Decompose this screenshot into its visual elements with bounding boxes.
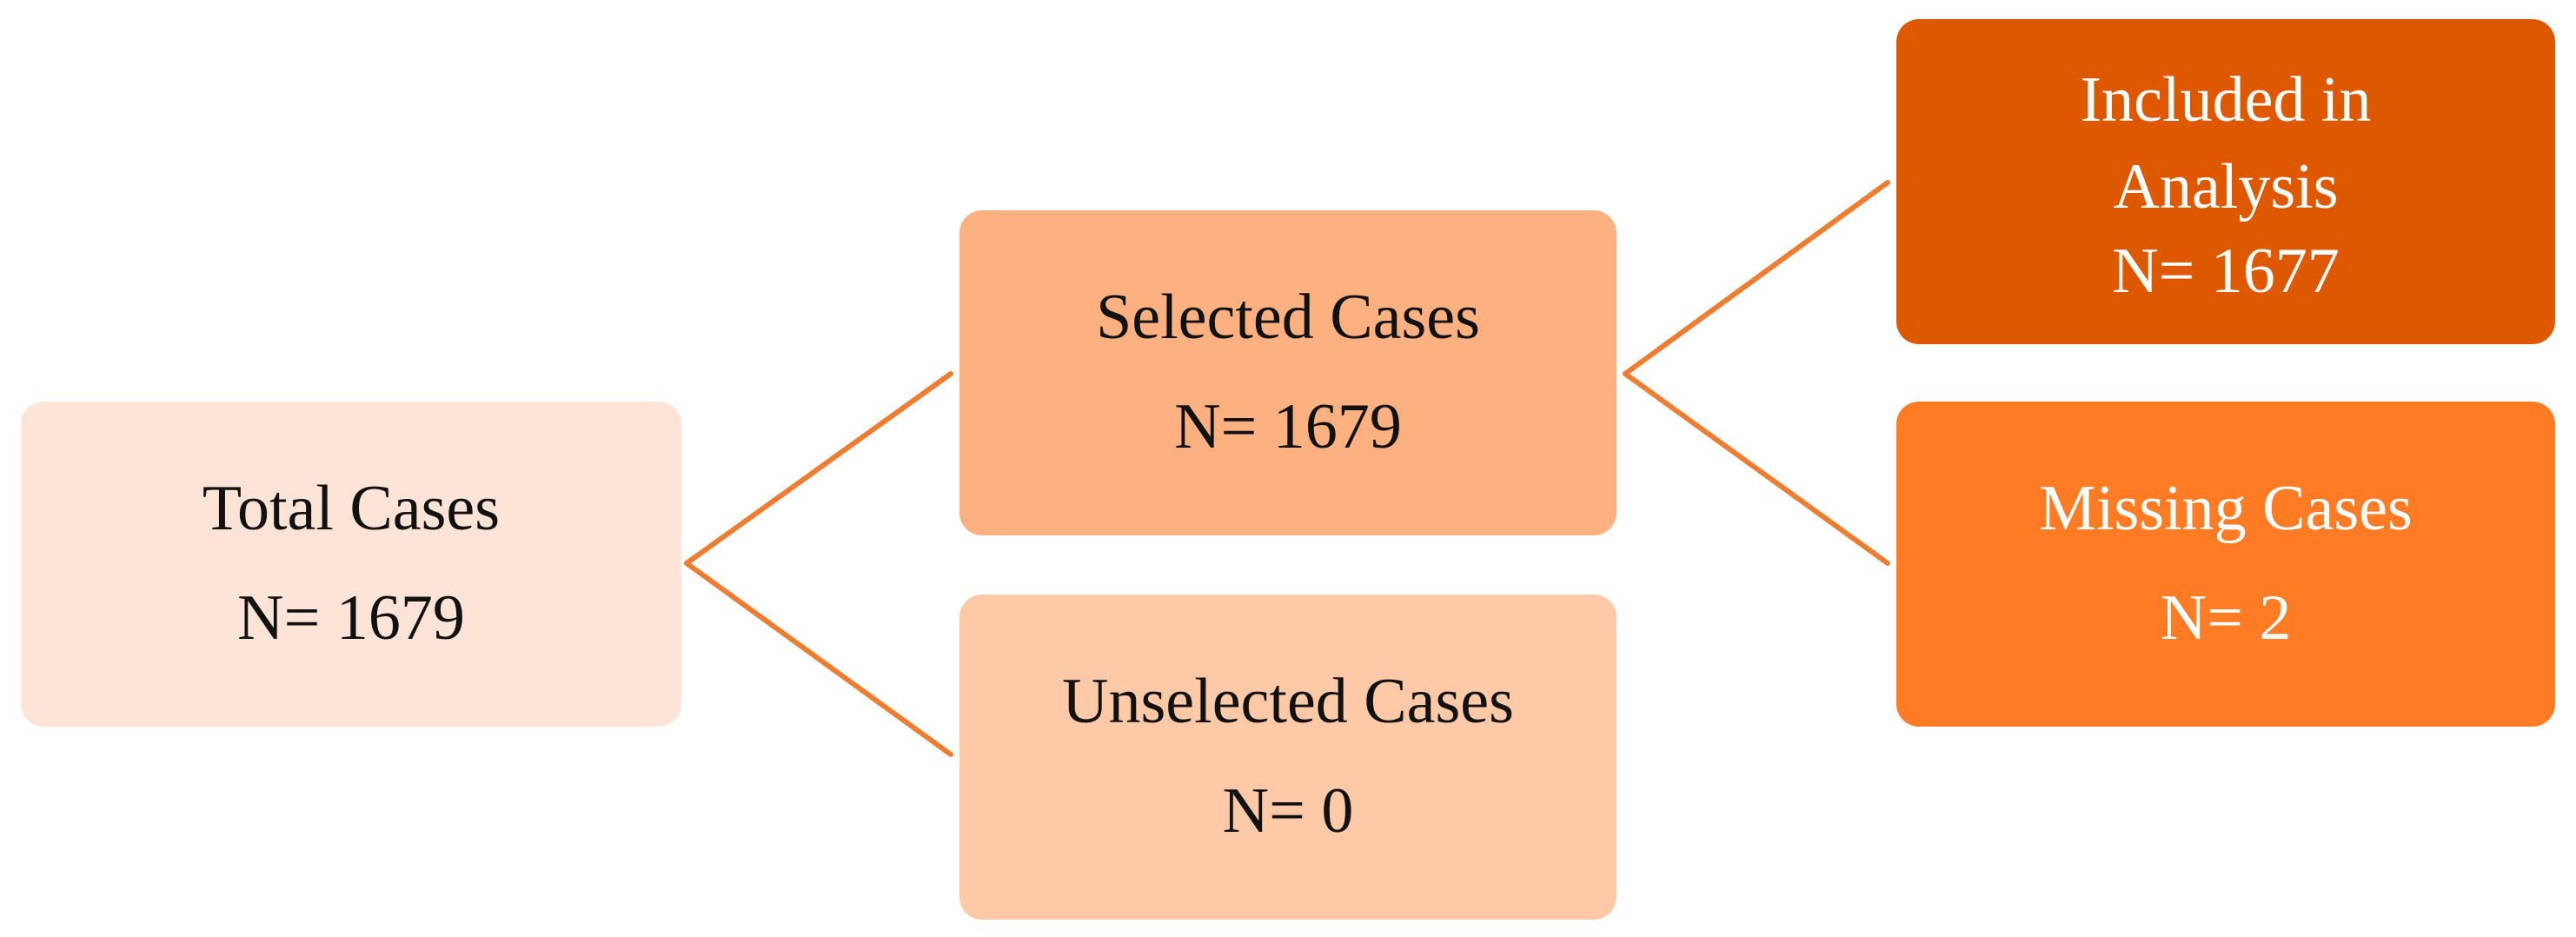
included-in-analysis-label: Included in Analysis [2080,64,2372,223]
total-cases-count: N= 1679 [237,582,465,654]
included-in-analysis-box: Included in Analysis N= 1677 [1896,19,2555,344]
selected-cases-label: Selected Cases [1096,282,1480,354]
connector-total-to-unselected [684,561,953,757]
selected-cases-count: N= 1679 [1174,391,1402,462]
total-cases-label: Total Cases [202,473,501,545]
missing-cases-box: Missing Cases N= 2 [1896,402,2555,727]
unselected-cases-label: Unselected Cases [1062,666,1514,738]
missing-cases-label: Missing Cases [2039,473,2413,545]
unselected-cases-box: Unselected Cases N= 0 [959,595,1617,920]
unselected-cases-count: N= 0 [1222,775,1354,847]
missing-cases-count: N= 2 [2160,582,2292,654]
selected-cases-box: Selected Cases N= 1679 [959,210,1617,535]
total-cases-box: Total Cases N= 1679 [21,402,681,727]
included-in-analysis-count: N= 1677 [2112,236,2340,308]
connector-total-to-selected [684,371,953,566]
connector-selected-to-included [1623,180,1890,376]
connector-selected-to-missing [1623,371,1890,566]
